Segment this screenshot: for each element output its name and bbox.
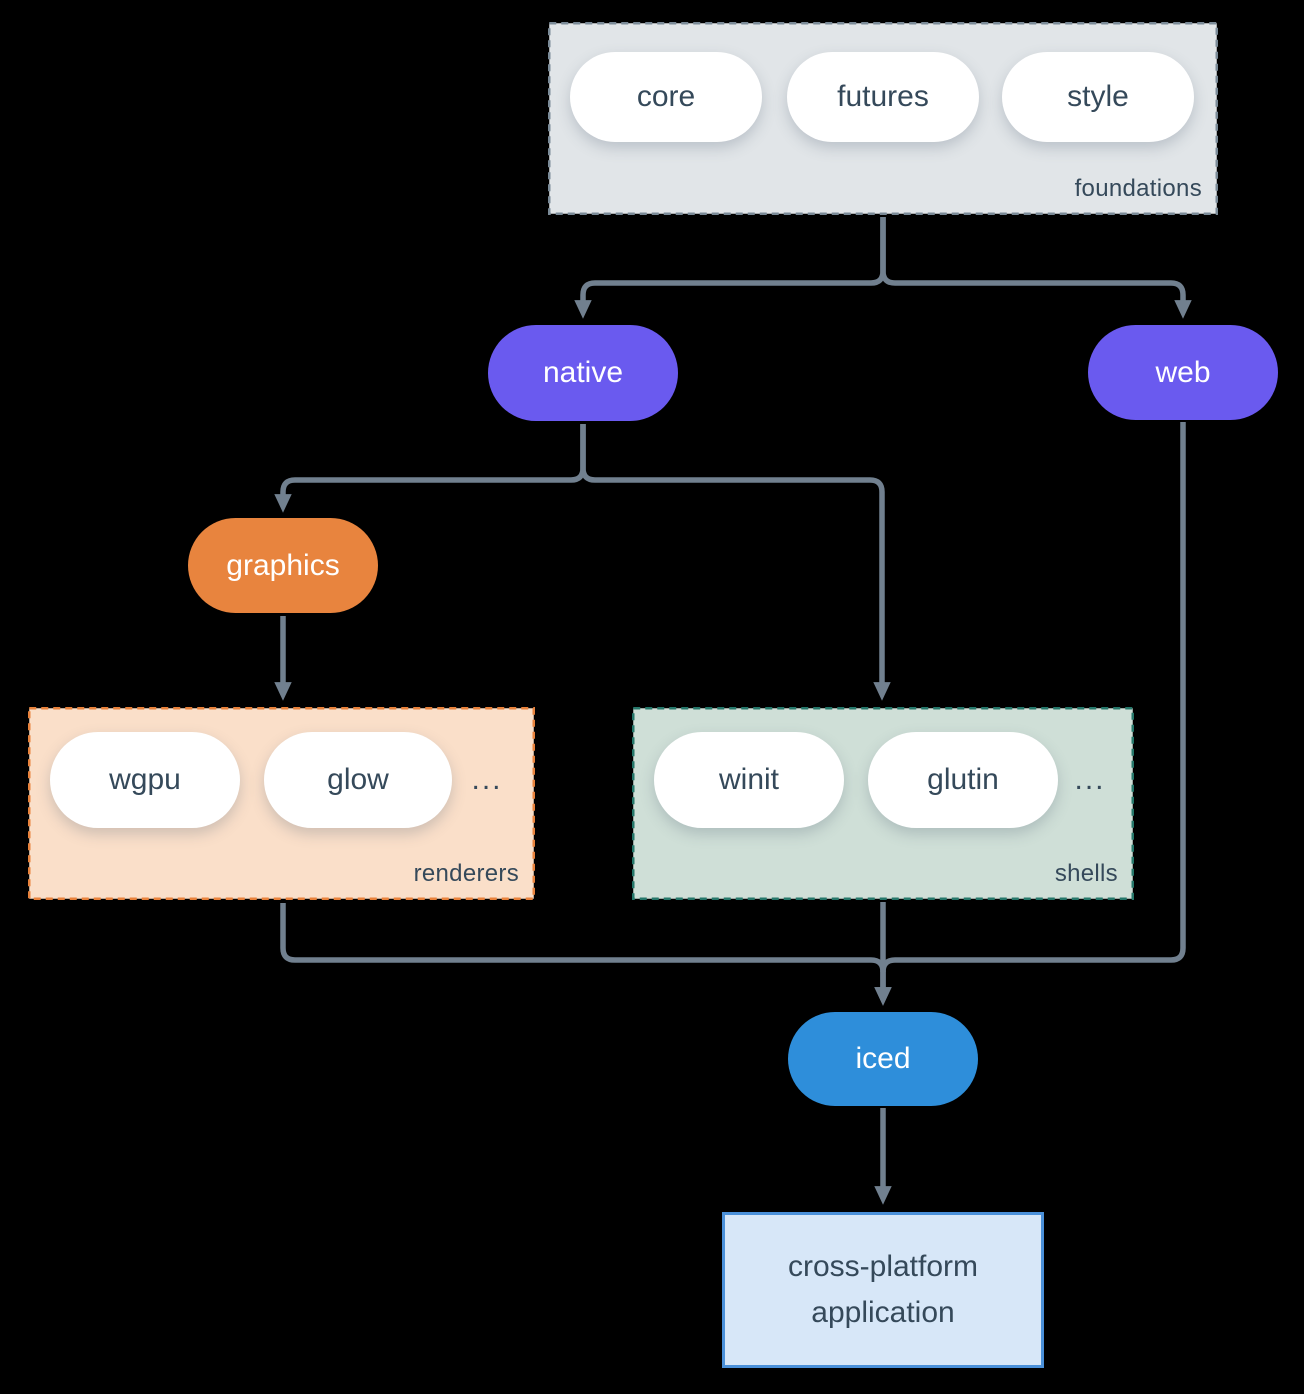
node-web: web — [1088, 325, 1278, 420]
renderers-ellipsis: ... — [471, 763, 503, 796]
application-label: cross-platform application — [787, 1249, 979, 1330]
foundations-label: foundations — [1074, 175, 1202, 202]
node-style: style — [1002, 52, 1194, 142]
shells-ellipsis: ... — [1074, 763, 1106, 796]
shells-label: shells — [1054, 860, 1118, 887]
foundations-group: core futures style foundations — [548, 22, 1218, 215]
node-native: native — [488, 325, 678, 421]
node-iced: iced — [788, 1012, 978, 1106]
renderers-group: wgpu glow ... renderers — [28, 707, 535, 900]
shells-group: winit glutin ... shells — [632, 707, 1134, 900]
node-wgpu: wgpu — [50, 732, 240, 828]
node-glow: glow — [264, 732, 452, 828]
node-cross-platform-application: cross-platform application — [722, 1212, 1044, 1368]
node-futures: futures — [787, 52, 979, 142]
renderers-label: renderers — [413, 860, 519, 887]
node-glutin: glutin — [868, 732, 1058, 828]
node-winit: winit — [654, 732, 844, 828]
node-core: core — [570, 52, 762, 142]
node-graphics: graphics — [188, 518, 378, 613]
